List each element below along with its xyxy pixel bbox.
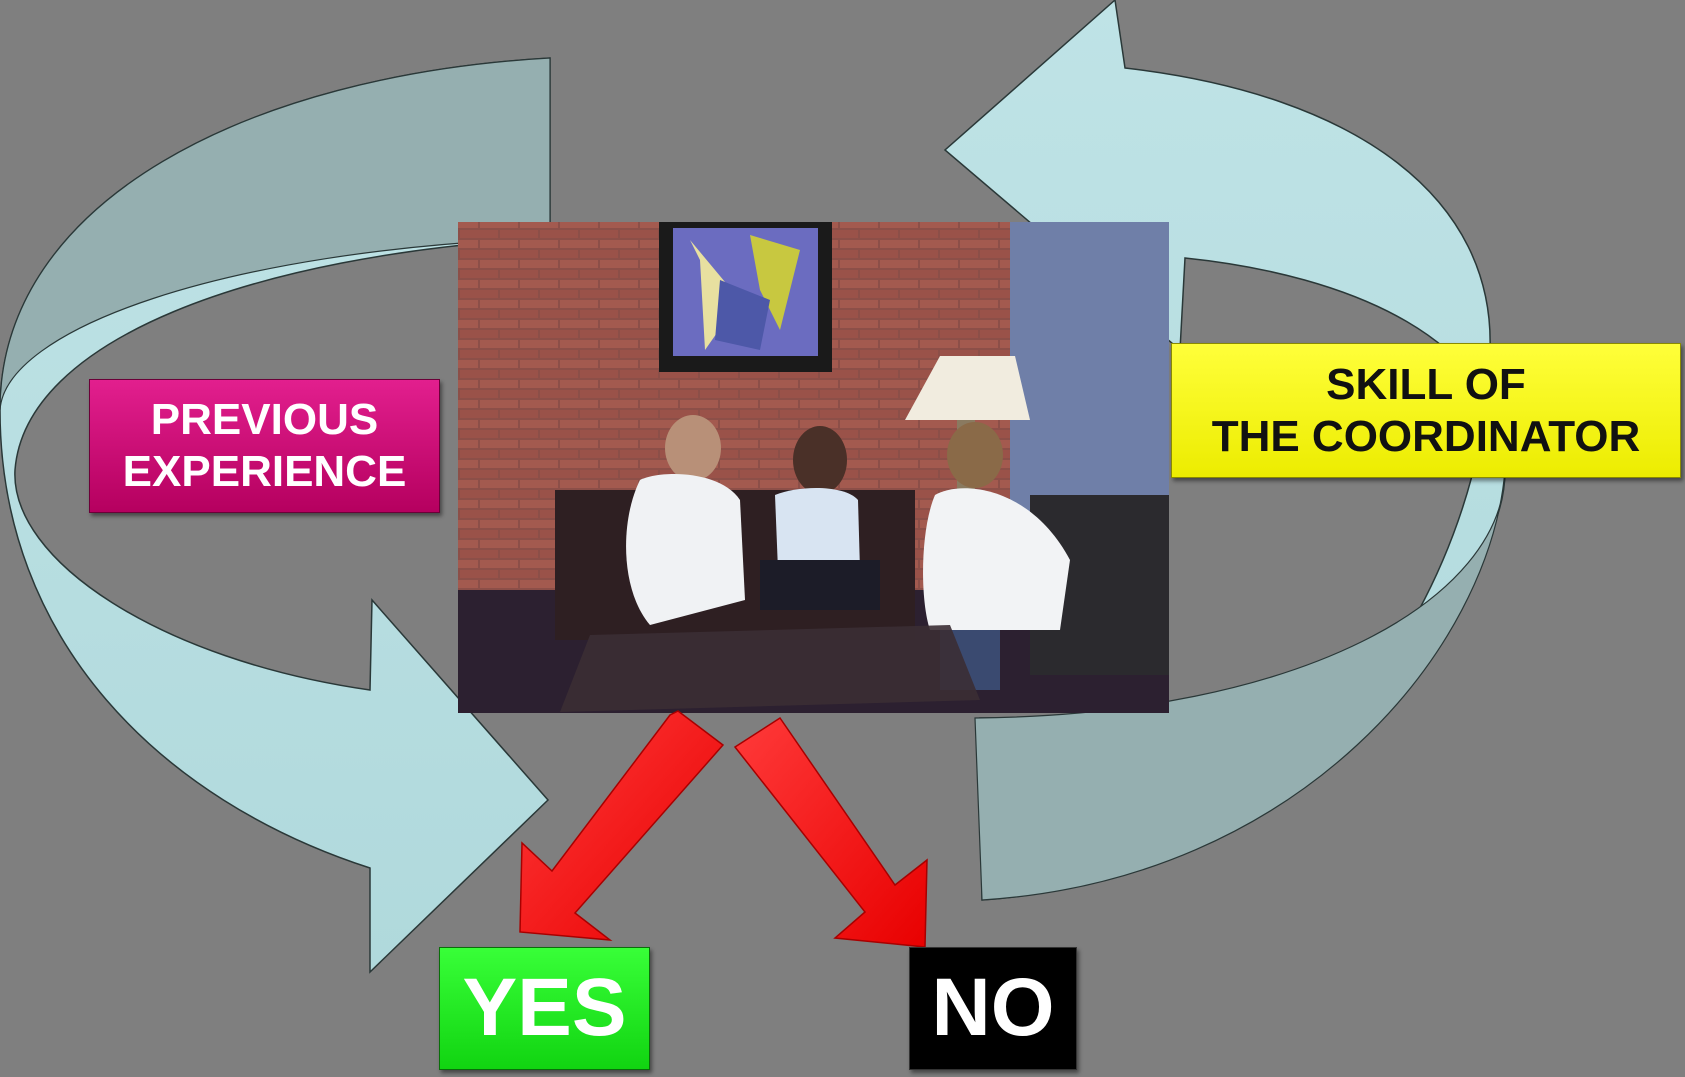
meeting-photo — [458, 222, 1169, 713]
cycle-arrow-right-shade — [974, 469, 1506, 901]
arrow-to-yes — [519, 710, 725, 941]
yes-label: YES — [439, 947, 650, 1070]
cycle-arrow-left-shade — [0, 57, 551, 411]
arrow-to-no — [733, 716, 928, 948]
skill-line-2: THE COORDINATOR — [1211, 411, 1641, 461]
no-label: NO — [909, 947, 1077, 1070]
previous-experience-label: PREVIOUS EXPERIENCE — [89, 379, 440, 513]
skill-line-1: SKILL OF — [1326, 359, 1526, 409]
previous-experience-line-1: PREVIOUS — [150, 395, 379, 445]
previous-experience-line-2: EXPERIENCE — [122, 447, 407, 496]
skill-of-coordinator-label: SKILL OF THE COORDINATOR — [1171, 343, 1681, 478]
